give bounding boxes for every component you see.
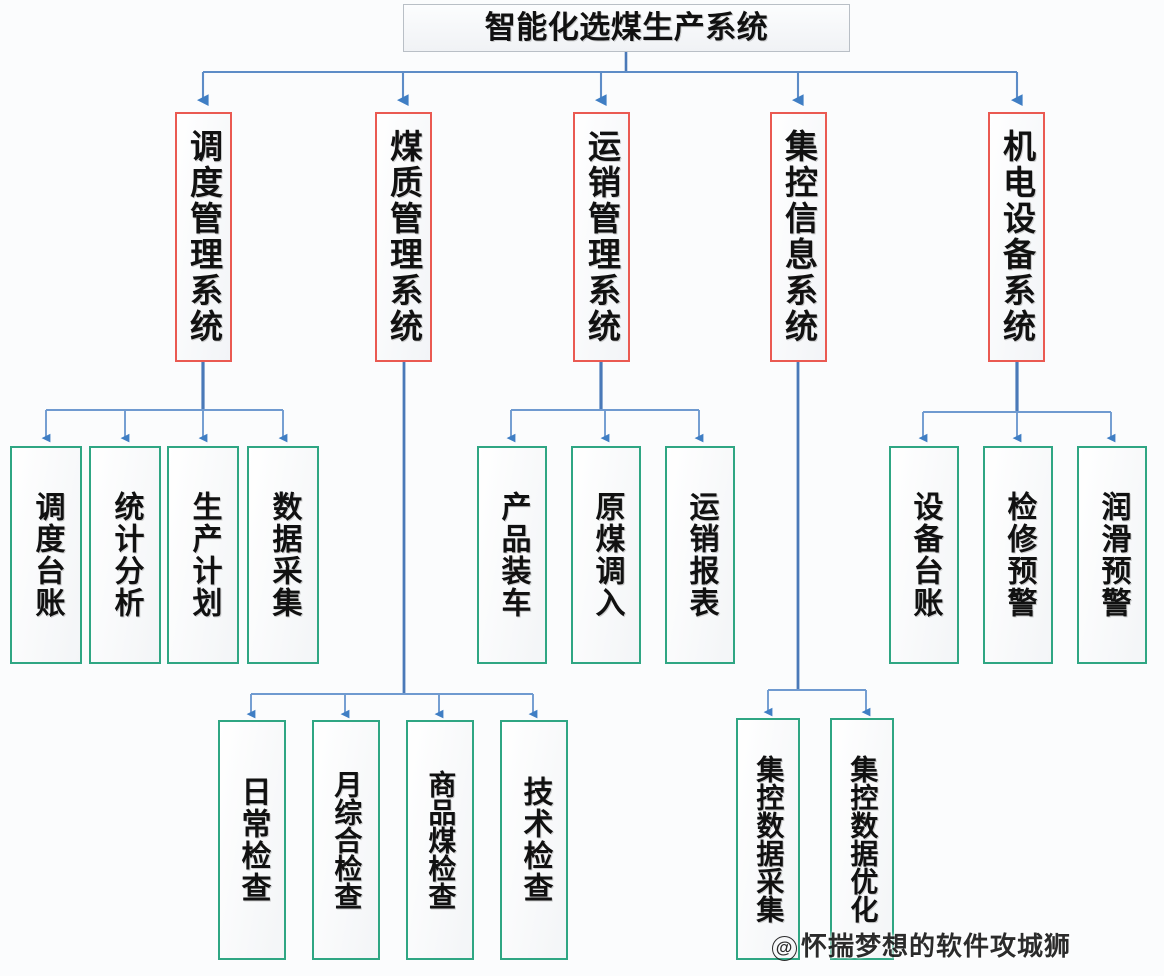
leaf-node-monthly-comprehensive-inspection[interactable]: 月综合检查 (312, 720, 380, 960)
leaf-node-daily-inspection[interactable]: 日常检查 (218, 720, 286, 960)
leaf-node-label: 集控数据优化 (847, 755, 879, 923)
leaf-node-label: 润滑预警 (1096, 491, 1130, 619)
leaf-node-label: 集控数据采集 (753, 755, 785, 923)
at-symbol-icon: @ (772, 936, 797, 961)
leaf-node-label: 原煤调入 (590, 491, 624, 619)
root-node-title[interactable]: 智能化选煤生产系统 (403, 4, 850, 52)
watermark-text: 怀揣梦想的软件攻城狮 (801, 931, 1072, 961)
leaf-node-raw-coal-input[interactable]: 原煤调入 (571, 446, 641, 664)
system-node-transport[interactable]: 运销管理系统 (573, 112, 630, 362)
system-node-label: 煤质管理系统 (385, 129, 423, 345)
watermark: @怀揣梦想的软件攻城狮 (772, 926, 1071, 963)
system-node-equipment[interactable]: 机电设备系统 (988, 112, 1045, 362)
leaf-node-control-data-collection[interactable]: 集控数据采集 (736, 718, 800, 960)
leaf-node-label: 日常检查 (236, 776, 270, 904)
system-node-label: 调度管理系统 (185, 129, 223, 345)
leaf-node-dispatch-ledger[interactable]: 调度台账 (10, 446, 82, 664)
leaf-node-transport-report[interactable]: 运销报表 (665, 446, 735, 664)
root-node-label: 智能化选煤生产系统 (484, 10, 769, 46)
leaf-node-maintenance-alert[interactable]: 检修预警 (983, 446, 1053, 664)
leaf-node-label: 检修预警 (1002, 491, 1036, 619)
system-node-dispatch[interactable]: 调度管理系统 (175, 112, 232, 362)
system-node-label: 集控信息系统 (780, 129, 818, 345)
leaf-node-label: 数据采集 (267, 491, 301, 619)
leaf-node-label: 商品煤检查 (425, 770, 457, 910)
leaf-node-commercial-coal-inspection[interactable]: 商品煤检查 (406, 720, 474, 960)
leaf-node-technical-inspection[interactable]: 技术检查 (500, 720, 568, 960)
leaf-node-label: 月综合检查 (331, 770, 363, 910)
system-node-coalqual[interactable]: 煤质管理系统 (375, 112, 432, 362)
leaf-node-label: 产品装车 (496, 491, 530, 619)
leaf-node-production-plan[interactable]: 生产计划 (167, 446, 239, 664)
leaf-node-label: 设备台账 (908, 491, 942, 619)
leaf-node-label: 统计分析 (109, 491, 143, 619)
system-node-label: 运销管理系统 (583, 129, 621, 345)
leaf-node-label: 运销报表 (684, 491, 718, 619)
system-node-control[interactable]: 集控信息系统 (770, 112, 827, 362)
leaf-node-label: 生产计划 (187, 491, 221, 619)
leaf-node-control-data-optimization[interactable]: 集控数据优化 (830, 718, 894, 960)
leaf-node-equipment-ledger[interactable]: 设备台账 (889, 446, 959, 664)
system-node-label: 机电设备系统 (998, 129, 1036, 345)
leaf-node-data-collection[interactable]: 数据采集 (247, 446, 319, 664)
leaf-node-label: 技术检查 (518, 776, 552, 904)
leaf-node-label: 调度台账 (30, 491, 64, 619)
leaf-node-statistical-analysis[interactable]: 统计分析 (89, 446, 161, 664)
leaf-node-product-loading[interactable]: 产品装车 (477, 446, 547, 664)
leaf-node-lubrication-alert[interactable]: 润滑预警 (1077, 446, 1147, 664)
